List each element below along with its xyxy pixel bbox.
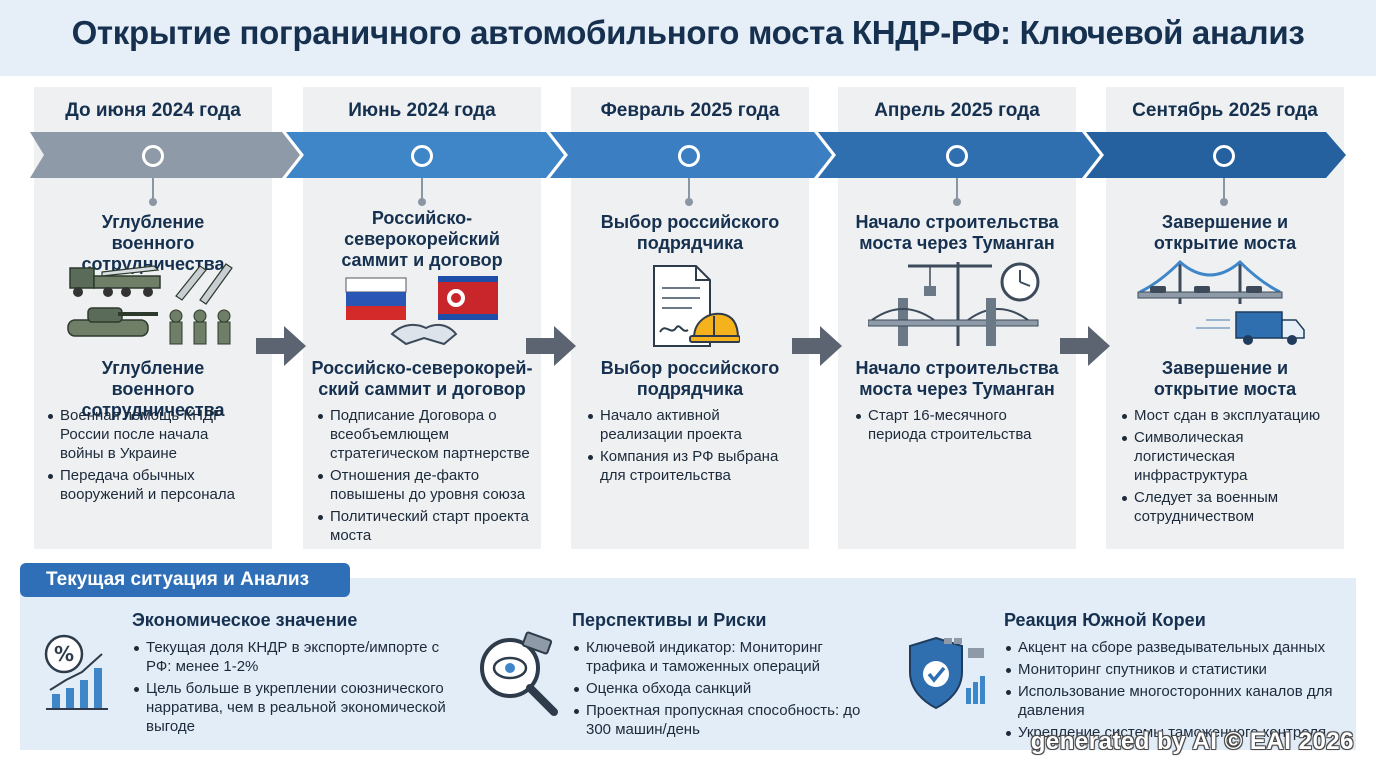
page-title: Открытие пограничного автомобильного мос… xyxy=(71,14,1305,51)
list-item: Акцент на сборе разведывательных данных xyxy=(1004,638,1350,657)
timeline-stem-dot xyxy=(418,198,426,206)
timeline-node xyxy=(411,145,433,167)
list-item: Проектная пропускная способность: до 300… xyxy=(572,701,872,739)
list-item: Использование многосторонних каналов для… xyxy=(1004,682,1350,720)
timeline-bullets: Подписание Договора о всеобъемлющем стра… xyxy=(316,406,540,548)
analysis-section-title: Экономическое значение xyxy=(132,610,358,630)
timeline-stem-dot xyxy=(685,198,693,206)
bridge-truck-icon xyxy=(1137,259,1305,345)
timeline-stem xyxy=(1223,178,1225,202)
list-item: Текущая доля КНДР в экспорте/импорте с Р… xyxy=(132,638,452,676)
timeline-heading-top: Российско-северокорейский саммит и догов… xyxy=(341,208,503,270)
analysis-panel xyxy=(20,578,1356,750)
list-item: Политический старт проекта моста xyxy=(316,507,540,545)
flags-handshake-icon xyxy=(345,276,498,346)
bridge-crane-clock-icon xyxy=(868,262,1040,346)
timeline-bullets: Военная помощь КНДР России после начала … xyxy=(46,406,246,507)
timeline-heading: Начало строительства моста через Туманга… xyxy=(855,358,1059,399)
title-band xyxy=(0,0,1376,76)
camera-magnifier-icon xyxy=(480,631,558,716)
percent-chart-icon: % xyxy=(44,634,108,710)
timeline-heading: Завершение и открытие моста xyxy=(1153,358,1297,399)
timeline-stem-dot xyxy=(149,198,157,206)
list-item: Подписание Договора о всеобъемлющем стра… xyxy=(316,406,540,463)
timeline-date: Февраль 2025 года xyxy=(600,100,780,121)
timeline-node xyxy=(1213,145,1235,167)
timeline-stem xyxy=(421,178,423,202)
timeline-date: До июня 2024 года xyxy=(65,100,241,121)
shield-check-icon xyxy=(909,636,985,710)
svg-text:%: % xyxy=(54,642,74,666)
progress-arrow-icon xyxy=(792,326,842,366)
list-item: Начало активной реализации проекта xyxy=(586,406,796,444)
analysis-bullets: Текущая доля КНДР в экспорте/импорте с Р… xyxy=(132,638,452,739)
list-item: Передача обычных вооружений и персонала xyxy=(46,466,246,504)
list-item: Старт 16-месячного периода строительства xyxy=(854,406,1064,444)
timeline-stem xyxy=(688,178,690,202)
analysis-section-title: Перспективы и Риски xyxy=(572,610,767,630)
timeline-node xyxy=(142,145,164,167)
timeline-date: Июнь 2024 года xyxy=(348,100,496,121)
timeline-bullets: Мост сдан в эксплуатацию Символическая л… xyxy=(1120,406,1342,529)
timeline-stem-dot xyxy=(1220,198,1228,206)
timeline-bullets: Начало активной реализации проекта Компа… xyxy=(586,406,796,488)
timeline-heading-top: Завершение и открытие моста xyxy=(1153,212,1297,253)
timeline-date: Апрель 2025 года xyxy=(874,100,1040,121)
military-equipment-icon xyxy=(67,263,233,345)
progress-arrow-icon xyxy=(526,326,576,366)
timeline-stem-dot xyxy=(953,198,961,206)
timeline-heading-top: Начало строительства моста через Туманга… xyxy=(855,212,1059,253)
list-item: Ключевой индикатор: Мониторинг трафика и… xyxy=(572,638,872,676)
analysis-tab: Текущая ситуация и Анализ xyxy=(20,563,350,597)
watermark: generated by AI © EAI 2026 xyxy=(1030,728,1354,755)
timeline-heading-top: Углубление военного сотрудничества xyxy=(81,212,225,274)
analysis-bullets: Ключевой индикатор: Мониторинг трафика и… xyxy=(572,638,872,742)
list-item: Укрепление системы таможенного контроля xyxy=(1004,723,1350,742)
progress-arrow-icon xyxy=(256,326,306,366)
timeline-heading: Выбор российского подрядчика xyxy=(600,358,780,399)
timeline-chevron-1 xyxy=(30,132,300,178)
timeline-stem xyxy=(152,178,154,202)
timeline-stem xyxy=(956,178,958,202)
contract-helmet-icon xyxy=(653,265,740,347)
list-item: Мониторинг спутников и статистики xyxy=(1004,660,1350,679)
timeline-date: Сентябрь 2025 года xyxy=(1132,100,1318,121)
analysis-bullets: Акцент на сборе разведывательных данных … xyxy=(1004,638,1350,745)
timeline-bullets: Старт 16-месячного периода строительства xyxy=(854,406,1064,447)
list-item: Военная помощь КНДР России после начала … xyxy=(46,406,246,463)
list-item: Отношения де-факто повышены до уровня со… xyxy=(316,466,540,504)
timeline-heading: Углубление военного сотрудничества xyxy=(81,358,225,420)
timeline-node xyxy=(678,145,700,167)
list-item: Мост сдан в эксплуатацию xyxy=(1120,406,1342,425)
list-item: Следует за военным сотрудничеством xyxy=(1120,488,1342,526)
progress-arrow-icon xyxy=(1060,326,1110,366)
list-item: Цель больше в укреплении союзнического н… xyxy=(132,679,452,736)
analysis-section-title: Реакция Южной Кореи xyxy=(1004,610,1206,630)
list-item: Оценка обхода санкций xyxy=(572,679,872,698)
list-item: Символическая логистическая инфраструкту… xyxy=(1120,428,1342,485)
timeline-heading-top: Выбор российского подрядчика xyxy=(600,212,780,253)
timeline-node xyxy=(946,145,968,167)
list-item: Компания из РФ выбрана для строительства xyxy=(586,447,796,485)
timeline-heading: Российско-северокорей-ский саммит и дого… xyxy=(311,358,533,399)
